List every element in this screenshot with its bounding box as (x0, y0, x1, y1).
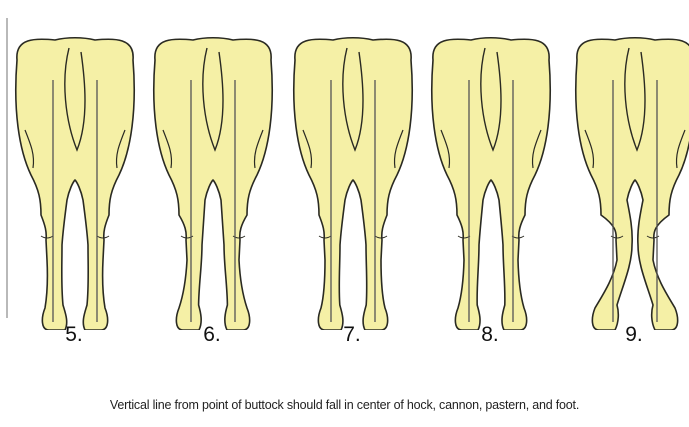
hindquarter-outline (16, 38, 134, 330)
figure-label-7: 7. (322, 323, 382, 347)
hindquarter-outline (432, 38, 550, 330)
hind-leg-figures (0, 0, 689, 330)
hindquarter-outline (294, 38, 412, 330)
hind-leg-figure-6 (154, 38, 272, 330)
hindquarter-outline (576, 38, 689, 330)
figure-label-5: 5. (44, 323, 104, 347)
hind-leg-figure-9 (576, 38, 689, 330)
hind-leg-figure-7 (294, 38, 412, 330)
figure-label-8: 8. (460, 323, 520, 347)
figure-label-9: 9. (604, 323, 664, 347)
hind-leg-figure-5 (16, 38, 134, 330)
caption-text: Vertical line from point of buttock shou… (0, 398, 689, 412)
hind-leg-figure-8 (432, 38, 550, 330)
hindquarter-outline (154, 38, 272, 330)
figure-label-6: 6. (182, 323, 242, 347)
